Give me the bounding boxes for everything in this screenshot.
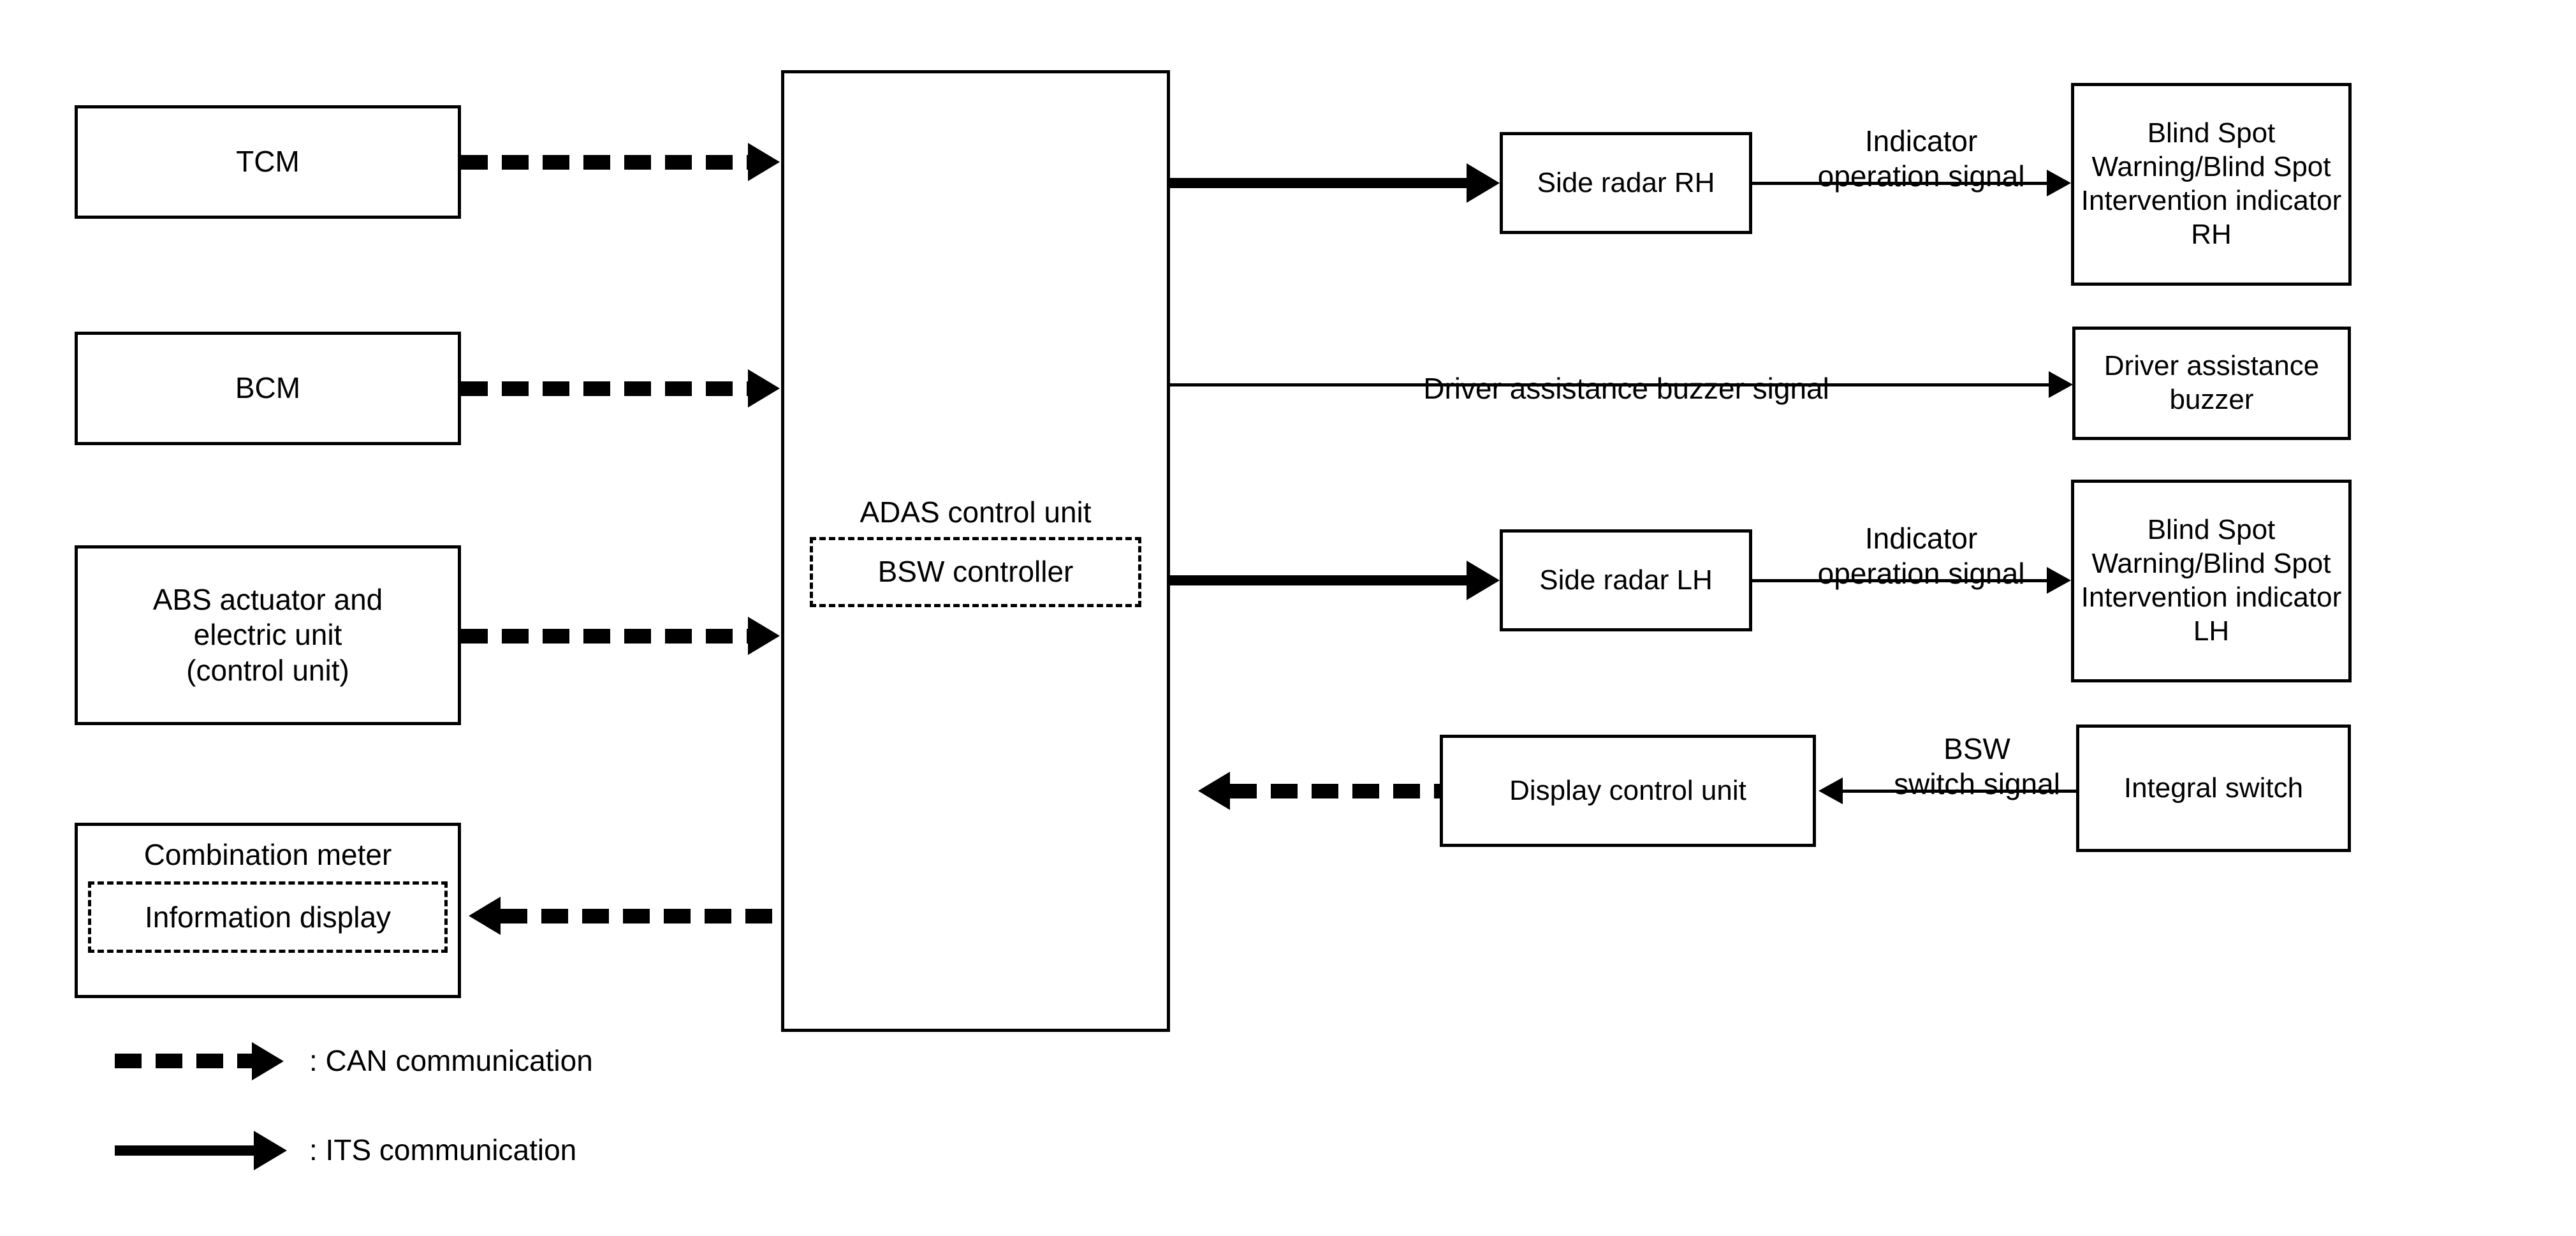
- thin-line: [1170, 383, 2051, 386]
- its-bar: [1170, 178, 1467, 188]
- node-driver-assistance-buzzer[interactable]: Driver assistance buzzer: [2072, 327, 2351, 440]
- node-combination-meter[interactable]: Combination meter Information display: [75, 823, 461, 998]
- node-indicator-rh-line2: Warning/Blind Spot: [2091, 151, 2331, 183]
- node-information-display[interactable]: Information display: [88, 881, 448, 953]
- can-arrowhead-icon: [1198, 772, 1230, 810]
- node-tcm-label: TCM: [236, 145, 300, 179]
- can-bar: [1230, 784, 1440, 798]
- arrowhead-icon: [2047, 170, 2071, 196]
- signal-label-bsw-switch-line2: switch signal: [1894, 767, 2060, 800]
- signal-label-buzzer: Driver assistance buzzer signal: [1243, 337, 1977, 441]
- node-abs-actuator-line1: ABS actuator and: [152, 583, 383, 617]
- signal-label-indicator-rh: Indicator operation signal: [1760, 89, 2050, 228]
- signal-label-indicator-lh: Indicator operation signal: [1760, 487, 2050, 625]
- legend-its-label: : ITS communication: [309, 1133, 577, 1166]
- its-arrowhead-icon: [1467, 163, 1500, 203]
- node-indicator-rh-line4: RH: [2191, 218, 2232, 250]
- node-indicator-lh-line2: Warning/Blind Spot: [2091, 548, 2331, 580]
- legend-can-bar: [115, 1054, 252, 1068]
- legend-can-arrowhead-icon: [252, 1042, 284, 1080]
- legend-can-row: : CAN communication: [115, 1040, 816, 1091]
- node-information-display-label: Information display: [144, 900, 392, 934]
- arrowhead-icon: [2049, 371, 2073, 398]
- legend-its-arrowhead-icon: [254, 1131, 287, 1170]
- node-integral-switch[interactable]: Integral switch: [2076, 725, 2351, 852]
- node-indicator-rh-line1: Blind Spot: [2147, 117, 2276, 149]
- node-indicator-lh-line3: Intervention indicator: [2081, 582, 2342, 613]
- thin-line: [1752, 182, 2049, 185]
- can-bar: [501, 909, 781, 923]
- signal-label-indicator-lh-line2: operation signal: [1817, 556, 2025, 590]
- can-arrowhead-icon: [748, 143, 780, 181]
- can-arrowhead-icon: [748, 369, 780, 408]
- arrowhead-icon: [2047, 567, 2071, 594]
- node-side-radar-rh-label: Side radar RH: [1537, 166, 1715, 198]
- node-abs-actuator-line3: (control unit): [186, 653, 349, 687]
- node-display-control-unit[interactable]: Display control unit: [1440, 735, 1816, 847]
- can-bar: [461, 381, 748, 396]
- node-indicator-lh[interactable]: Blind Spot Warning/Blind Spot Interventi…: [2071, 480, 2352, 682]
- can-bar: [461, 155, 748, 170]
- node-abs-actuator[interactable]: ABS actuator and electric unit (control …: [75, 545, 461, 725]
- node-combination-meter-label: Combination meter: [143, 838, 392, 871]
- node-side-radar-lh-label: Side radar LH: [1539, 564, 1713, 596]
- node-bsw-controller[interactable]: BSW controller: [810, 536, 1141, 607]
- node-integral-switch-label: Integral switch: [2123, 772, 2304, 804]
- arrowhead-icon: [1819, 777, 1843, 804]
- signal-label-indicator-rh-line1: Indicator: [1864, 124, 1978, 158]
- node-display-control-unit-label: Display control unit: [1509, 774, 1746, 806]
- signal-label-indicator-lh-line1: Indicator: [1864, 522, 1978, 555]
- node-adas-control-unit-label: ADAS control unit: [860, 496, 1092, 529]
- thin-line: [1752, 579, 2049, 582]
- node-side-radar-rh[interactable]: Side radar RH: [1500, 132, 1752, 234]
- signal-label-buzzer-line1: Driver assistance buzzer signal: [1423, 372, 1829, 406]
- node-side-radar-lh[interactable]: Side radar LH: [1500, 529, 1752, 631]
- node-bsw-controller-label: BSW controller: [877, 555, 1074, 589]
- node-indicator-lh-line4: LH: [2193, 615, 2230, 647]
- signal-label-bsw-switch-line1: BSW: [1943, 732, 2010, 766]
- node-driver-assistance-buzzer-label: Driver assistance buzzer: [2104, 350, 2320, 415]
- can-arrowhead-icon: [469, 897, 501, 935]
- legend-its-bar: [115, 1145, 254, 1156]
- signal-label-bsw-switch: BSW switch signal: [1843, 697, 2079, 835]
- node-bcm-label: BCM: [235, 371, 301, 405]
- node-tcm[interactable]: TCM: [75, 105, 461, 219]
- can-bar: [461, 629, 748, 644]
- legend-its-row: : ITS communication: [115, 1129, 816, 1180]
- its-bar: [1170, 575, 1467, 585]
- node-indicator-rh-line3: Intervention indicator: [2081, 185, 2342, 216]
- can-arrowhead-icon: [748, 617, 780, 655]
- node-bcm[interactable]: BCM: [75, 332, 461, 445]
- signal-label-indicator-rh-line2: operation signal: [1817, 159, 2025, 193]
- node-indicator-lh-line1: Blind Spot: [2147, 514, 2276, 546]
- its-arrowhead-icon: [1467, 561, 1500, 600]
- legend-can-label: : CAN communication: [309, 1044, 593, 1077]
- node-indicator-rh[interactable]: Blind Spot Warning/Blind Spot Interventi…: [2071, 83, 2352, 286]
- thin-line: [1843, 790, 2076, 793]
- node-abs-actuator-line2: electric unit: [193, 618, 342, 652]
- node-adas-control-unit[interactable]: ADAS control unit BSW controller: [781, 70, 1170, 1032]
